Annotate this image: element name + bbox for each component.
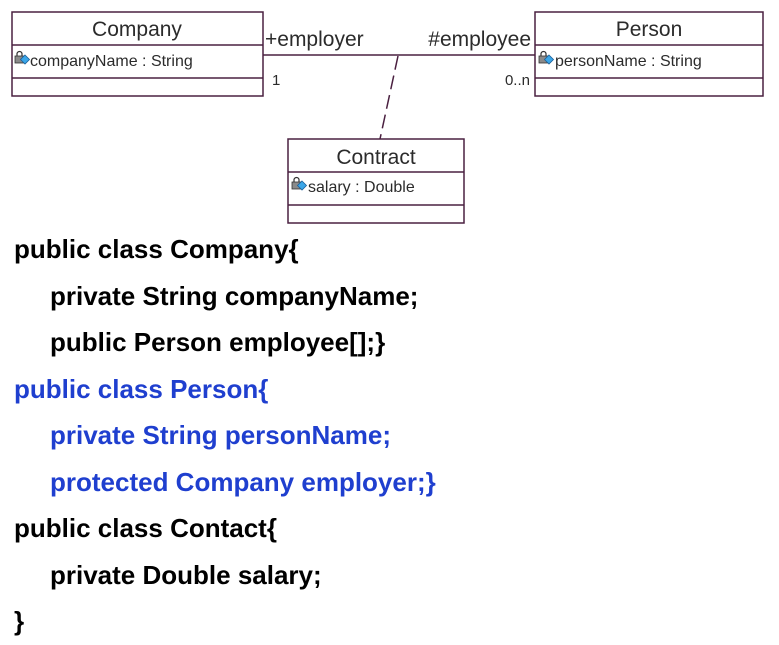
code-line: private String companyName; — [50, 280, 419, 311]
code-line: public class Contact{ — [14, 513, 277, 543]
association-class-dashed-line — [379, 55, 399, 140]
class-contract[interactable]: Contract salary : Double — [287, 138, 465, 224]
role-employee-label: #employee — [428, 28, 531, 51]
role-employer-label: +employer — [265, 28, 364, 51]
uml-class-diagram: Company companyName : String Person pers… — [11, 11, 764, 224]
class-person-name: Person — [616, 18, 683, 41]
code-line: protected Company employer;} — [50, 466, 436, 497]
class-company-attribute: companyName : String — [30, 53, 193, 70]
class-company[interactable]: Company companyName : String — [11, 11, 264, 97]
code-line: public class Person{ — [14, 373, 269, 404]
class-company-name: Company — [92, 18, 182, 41]
class-person[interactable]: Person personName : String — [534, 11, 764, 97]
java-code-listing: public class Company{ private String comp… — [14, 226, 436, 645]
class-contract-attribute: salary : Double — [308, 179, 415, 196]
code-line: private String personName; — [50, 420, 391, 450]
multiplicity-person-label: 0..n — [505, 72, 530, 89]
class-contract-name: Contract — [336, 146, 416, 169]
code-line: public class Company{ — [14, 234, 299, 264]
multiplicity-company-label: 1 — [272, 72, 280, 89]
code-line: } — [14, 606, 25, 636]
code-line: private Double salary; — [50, 559, 322, 590]
code-line: public Person employee[];} — [50, 327, 386, 357]
class-person-attribute: personName : String — [555, 53, 702, 70]
